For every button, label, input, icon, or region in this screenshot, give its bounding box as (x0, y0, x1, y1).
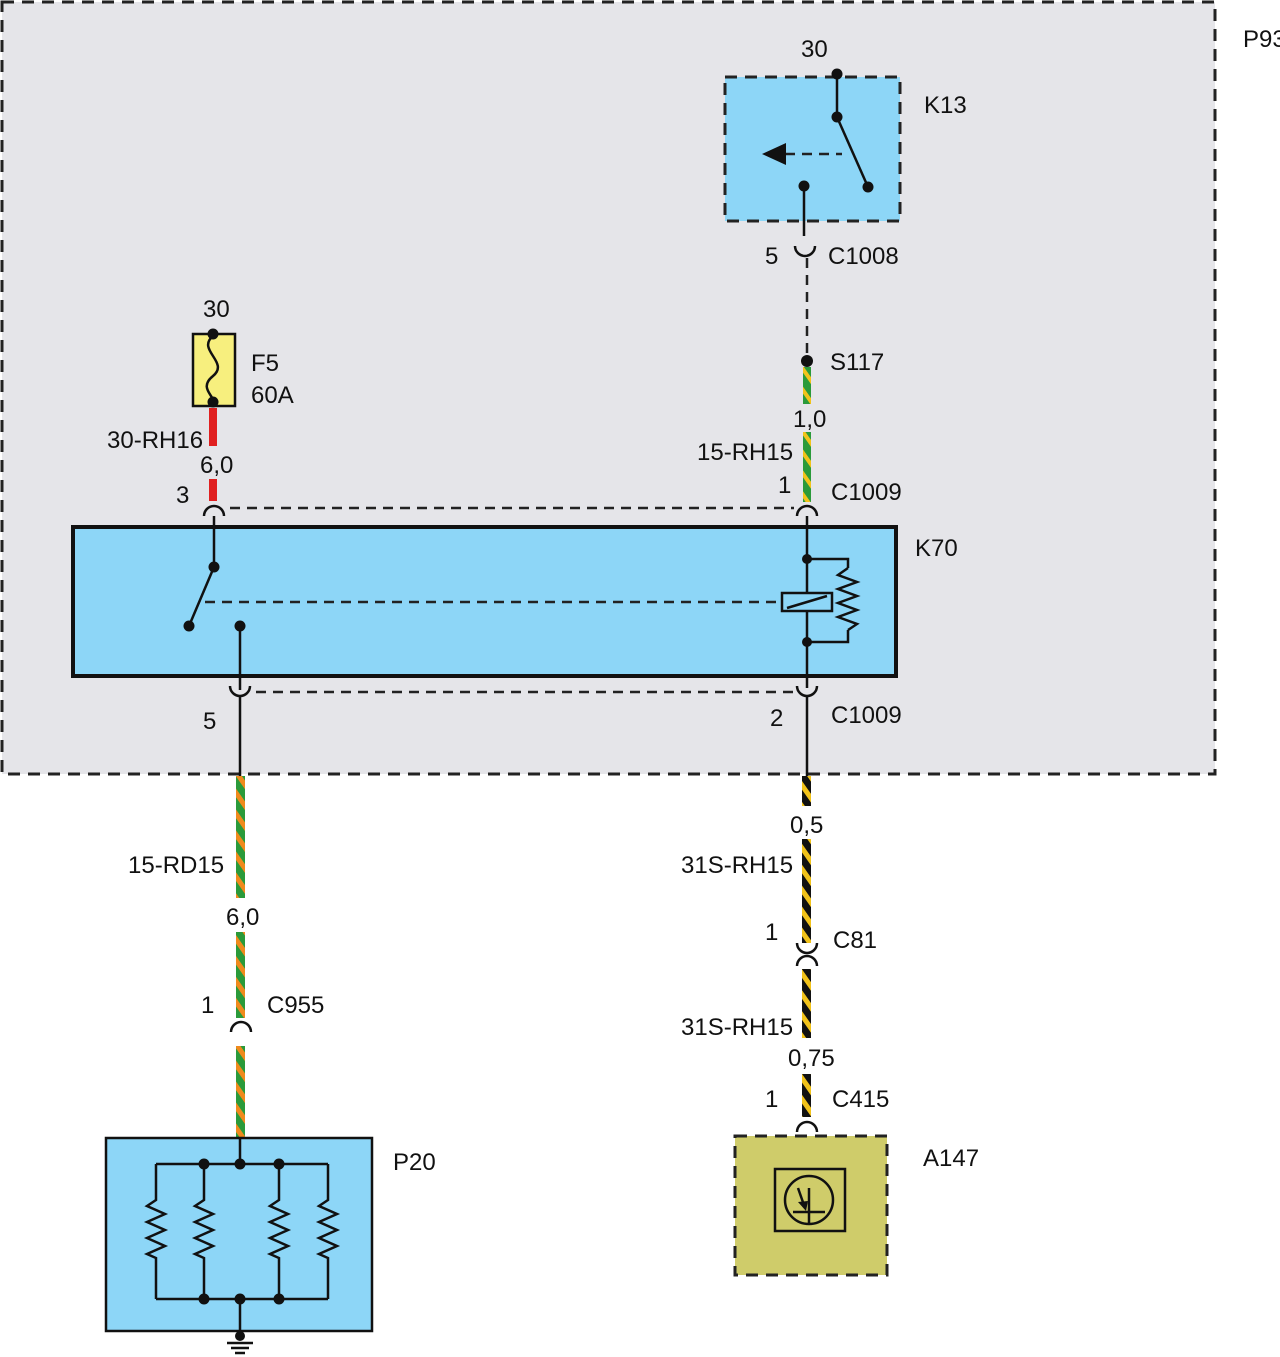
fuse-f5[interactable] (191, 332, 237, 408)
p20-ground-node (235, 1331, 245, 1341)
k13-switch-arm (835, 116, 870, 188)
fuse-element-icon (205, 335, 220, 403)
wire-31s-rh15-a-top (802, 776, 811, 806)
p20-resistor-3-icon (266, 1164, 292, 1299)
wire-15-rd15-upper (236, 776, 245, 898)
wire-31s-size-b: 0,75 (788, 1045, 835, 1072)
k70-switch-contact-open (183, 620, 195, 632)
wire-15-rd15-lower (236, 1046, 245, 1138)
k13-pin30-label: 30 (801, 36, 828, 63)
wire-31s-size-a: 0,5 (790, 812, 823, 839)
c1008-connector (793, 245, 817, 258)
k70-label: K70 (915, 535, 958, 562)
c955-connector (229, 1020, 253, 1033)
k13-pivot (831, 111, 843, 123)
wire-30-rh16-upper (209, 408, 217, 446)
c81-connector-bottom (795, 954, 819, 967)
fuse-top-terminal (207, 328, 219, 340)
c955-pin-label: 1 (201, 992, 214, 1019)
wire-15-rh15-size: 1,0 (793, 406, 826, 433)
k13-terminal-30 (831, 68, 843, 80)
wire-15-rd15-middle (236, 932, 245, 1018)
k13-relay[interactable] (723, 75, 902, 223)
p20-node-top-1 (198, 1158, 210, 1170)
p20-node-bottom-1 (198, 1293, 210, 1305)
wire-31s-rh15-a (802, 839, 811, 943)
p20-resistor-2-icon (191, 1164, 217, 1299)
fuse-rating: 60A (251, 382, 294, 409)
p93-label: P93 (1243, 26, 1280, 53)
c1009-pin1-connector (795, 504, 819, 517)
wire-15-rh15-name: 15-RH15 (697, 439, 793, 466)
a147-sensor[interactable] (733, 1134, 889, 1277)
k13-actuator-arrow (762, 143, 786, 165)
a147-label: A147 (923, 1145, 979, 1172)
wire-31s-name-a: 31S-RH15 (681, 852, 793, 879)
k70-suppressor-frame (807, 557, 850, 568)
c81-label: C81 (833, 927, 877, 954)
p20-resistor-4-icon (315, 1164, 341, 1299)
c415-connector (795, 1120, 819, 1133)
wire-31s-rh15-b-lower (802, 1074, 811, 1117)
p20-label: P20 (393, 1149, 436, 1176)
s117-label: S117 (830, 349, 884, 376)
wire-31s-rh15-b (802, 969, 811, 1038)
c1009-bottom-label: C1009 (831, 702, 902, 729)
k70-switch-arm (187, 566, 216, 627)
c415-label: C415 (832, 1086, 889, 1113)
k70-coil-slash (786, 594, 828, 610)
fuse-pin30-label: 30 (203, 296, 230, 323)
wire-30-rh16-name: 30-RH16 (107, 427, 203, 454)
wire-31s-name-b: 31S-RH15 (681, 1014, 793, 1041)
p20-node-top-3 (273, 1158, 285, 1170)
c1009-top-pin-label: 1 (778, 472, 791, 499)
fuse-bottom-terminal (207, 396, 219, 408)
k70-suppressor-frame-bottom (807, 630, 850, 644)
phototransistor-icon (773, 1167, 847, 1233)
p20-node-bottom-3 (273, 1293, 285, 1305)
k70-coil-node-top (802, 554, 812, 564)
wire-15-rh15-lower (803, 432, 811, 502)
c1009-top-label: C1009 (831, 479, 902, 506)
k70-suppressor-resistor-icon (834, 566, 861, 632)
fuse-name: F5 (251, 350, 279, 377)
wire-15-rh15-upper (803, 367, 811, 404)
k70-coil-node-bottom (802, 637, 812, 647)
k70-pin3-label: 3 (176, 482, 189, 509)
k70-switch-pivot (208, 561, 220, 573)
c1008-label: C1008 (828, 243, 899, 270)
k13-contact-open (862, 181, 874, 193)
c1009-bottom-pin-label: 2 (770, 705, 783, 732)
s117-splice (801, 355, 813, 367)
c81-connector-top (795, 942, 819, 955)
wire-15-rd15-size: 6,0 (226, 904, 259, 931)
c1009-pin3-connector (202, 504, 226, 517)
ground-icon (227, 1341, 253, 1355)
c1008-pin-label: 5 (765, 243, 778, 270)
k13-label: K13 (924, 92, 967, 119)
c955-label: C955 (267, 992, 324, 1019)
p20-resistor-1-icon (143, 1164, 169, 1299)
wire-30-rh16-lower (209, 479, 217, 501)
wire-30-rh16-size: 6,0 (200, 452, 233, 479)
c415-pin-label: 1 (765, 1086, 778, 1113)
wire-15-rd15-name: 15-RD15 (128, 852, 224, 879)
c81-pin-label: 1 (765, 919, 778, 946)
k70-pin5-label: 5 (203, 708, 216, 735)
